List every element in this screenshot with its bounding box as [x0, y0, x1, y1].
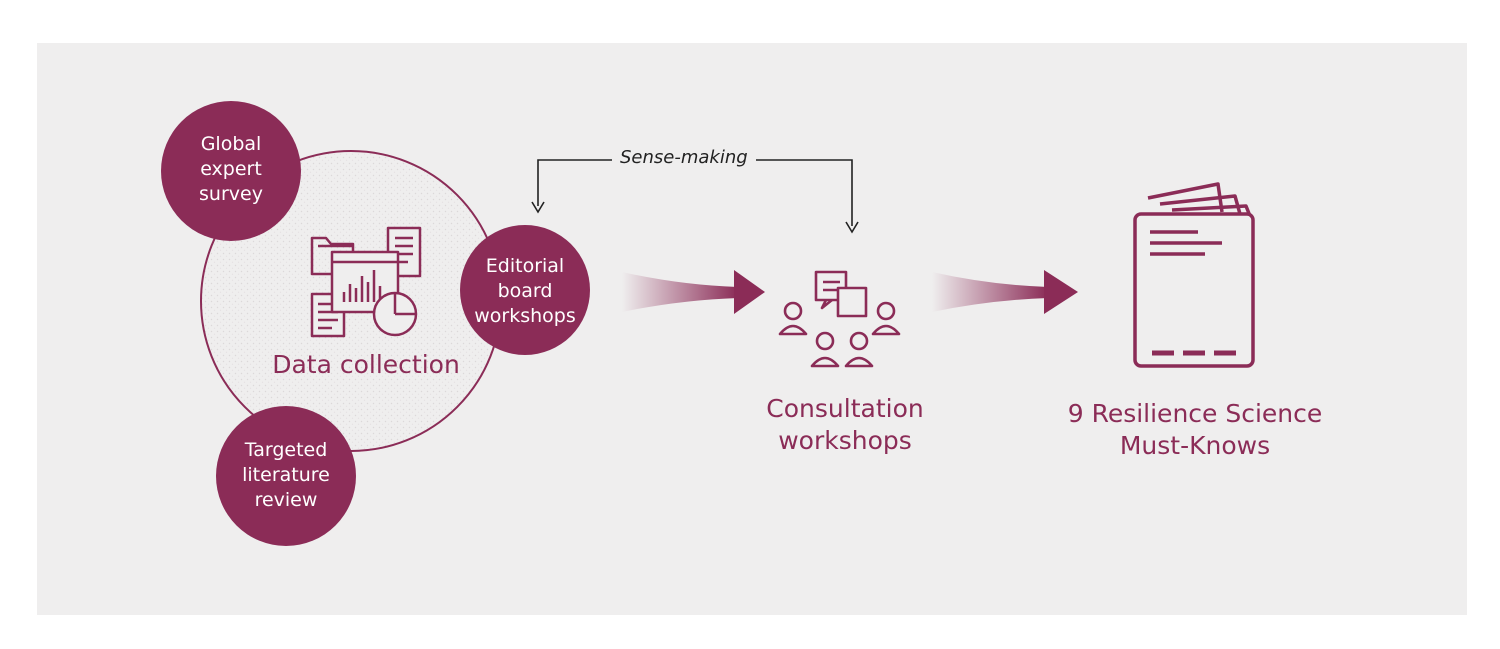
people-chat-icon: [778, 270, 901, 368]
survey-label: Global expert survey: [199, 133, 263, 205]
editorial-circle: [460, 225, 590, 355]
review-circle: [216, 406, 356, 546]
review-label: Targeted literature review: [242, 439, 330, 511]
book-icon: [1133, 182, 1255, 368]
documents-chart-icon: [310, 226, 422, 338]
sense-making-arrow: [531, 159, 859, 234]
output-label: 9 Resilience Science Must-Knows: [1067, 399, 1323, 460]
flow-arrow-2: [932, 270, 1078, 314]
sense-making-label: Sense-making: [612, 147, 756, 168]
survey-circle: [161, 101, 301, 241]
flow-arrow-1: [622, 270, 765, 314]
consultation-label: Consultation workshops: [766, 394, 924, 455]
editorial-label: Editorial board workshops: [474, 255, 576, 327]
data-collection-label: Data collection: [272, 350, 460, 379]
